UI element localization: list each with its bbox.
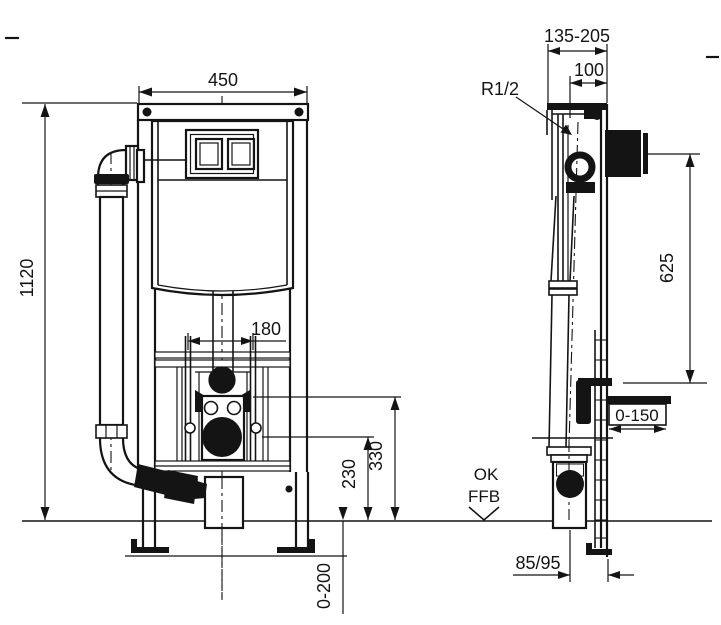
side-view	[532, 103, 671, 557]
dim-depth-135-205: 135-205	[544, 26, 610, 103]
frame	[136, 102, 310, 472]
floor-label-ffb: FFB	[468, 487, 500, 506]
flush-button-left	[194, 137, 224, 171]
pipe-clamp-top	[94, 174, 129, 184]
wc-connection-bend	[576, 380, 591, 424]
dim-label-0-200: 0-200	[314, 563, 334, 609]
side-top-bar	[547, 103, 607, 110]
screw-right	[294, 107, 304, 117]
dim-height-1120: 1120	[17, 102, 137, 520]
floor-label: OK FFB	[468, 465, 500, 522]
dim-width-450: 450	[138, 70, 308, 103]
dim-label-100: 100	[574, 60, 604, 80]
dim-label-85-95: 85/95	[515, 553, 560, 573]
front-view	[94, 96, 315, 600]
dim-bracket-330: 330	[253, 396, 401, 520]
floor-reference	[5, 36, 719, 557]
dim-outlet-230: 230	[262, 436, 374, 520]
dim-label-0-150: 0-150	[615, 406, 658, 425]
flush-plate	[184, 128, 260, 180]
wall-anchor-bar	[607, 396, 671, 404]
foot-left	[131, 539, 169, 553]
dim-wall-bracket-0-150: 0-150	[608, 403, 667, 433]
flush-button-right	[226, 137, 256, 171]
drain-pipe-box	[203, 475, 245, 530]
flush-mechanism	[184, 291, 262, 462]
floor-label-ok: OK	[474, 465, 499, 484]
floor-level-mark	[468, 506, 500, 522]
side-rail	[586, 104, 612, 557]
foot-right	[277, 539, 315, 553]
dim-label-450: 450	[208, 70, 238, 90]
dim-label-625: 625	[657, 253, 677, 283]
side-foot	[586, 543, 612, 555]
dim-depth-100: 100	[569, 60, 607, 118]
side-top	[546, 103, 607, 200]
dim-label-330: 330	[366, 441, 386, 471]
dim-label-180: 180	[251, 319, 281, 339]
pipe-coupling-bottom	[95, 424, 128, 439]
side-cistern	[557, 114, 596, 293]
label-water-connection: R1/2	[481, 79, 572, 135]
dim-fixing-180: 180	[187, 319, 286, 350]
pipe-body	[98, 195, 125, 427]
dim-foot-0-200: 0-200	[314, 507, 348, 614]
screw-left	[142, 107, 152, 117]
dim-outlet-85-95: 85/95	[513, 530, 634, 582]
dim-label-r12: R1/2	[481, 79, 519, 99]
actuator-housing	[605, 130, 648, 177]
side-drain	[546, 440, 592, 530]
top-crossbar	[136, 102, 310, 122]
dim-label-135-205: 135-205	[544, 26, 610, 46]
supply-pipe	[94, 144, 207, 504]
dim-label-1120: 1120	[17, 259, 37, 298]
dim-panel-625: 625	[623, 153, 707, 384]
dim-label-230: 230	[339, 459, 359, 489]
side-flush-pipe	[532, 195, 613, 448]
water-inlet-elbow	[564, 151, 596, 183]
